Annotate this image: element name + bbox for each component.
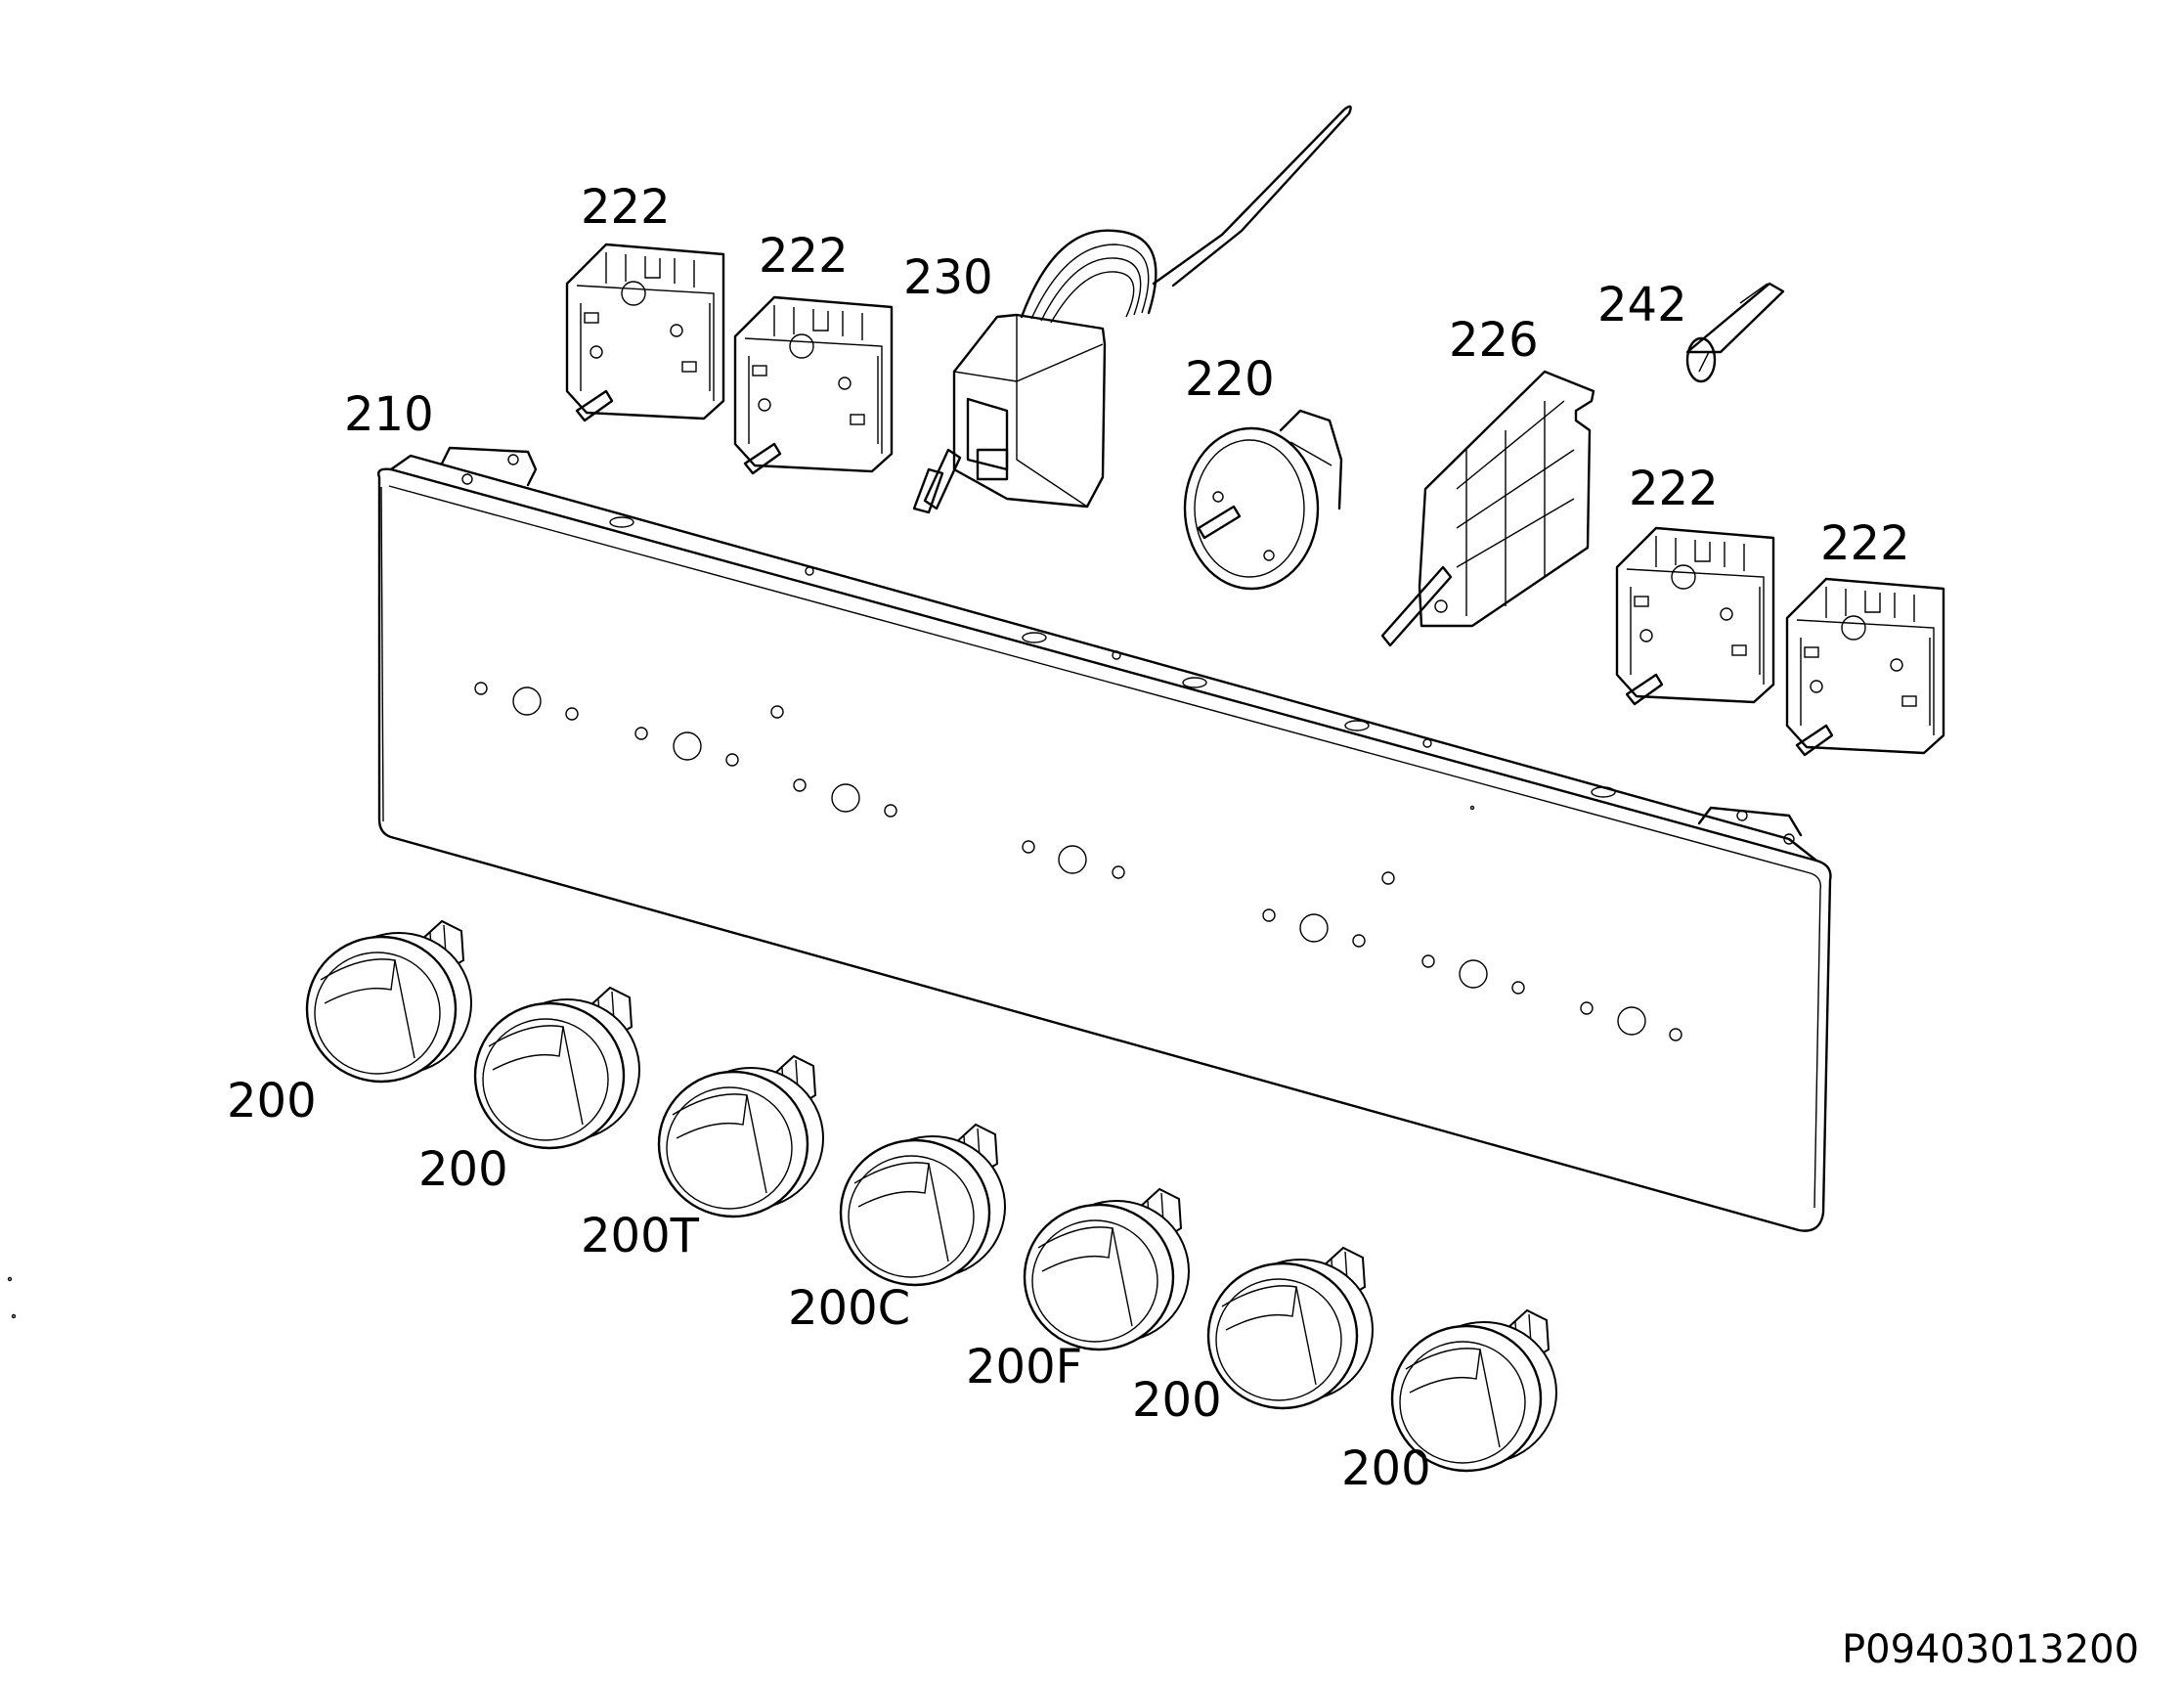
knob-3 [657, 1054, 824, 1218]
label-knob-5: 200F [966, 1340, 1082, 1394]
label-222-d: 222 [1820, 516, 1910, 571]
label-knob-7: 200 [1341, 1441, 1431, 1496]
label-knob-6: 200 [1132, 1373, 1222, 1428]
energy-regulator-switch-4 [1785, 577, 1945, 757]
label-220: 220 [1185, 352, 1275, 407]
diagram-id: P09403013200 [1842, 1627, 2139, 1672]
knob-5 [1023, 1187, 1190, 1351]
knob-7 [1390, 1308, 1557, 1473]
control-knobs [305, 919, 1557, 1473]
label-222-a: 222 [581, 180, 671, 235]
label-222-b: 222 [759, 229, 849, 284]
knob-4 [839, 1123, 1006, 1287]
label-knob-3: 200T [581, 1209, 700, 1263]
control-panel [7, 446, 1832, 1319]
label-222-c: 222 [1629, 462, 1719, 516]
energy-regulator-switch-3 [1615, 526, 1775, 706]
label-knob-4: 200C [788, 1281, 910, 1336]
selector-switch [1380, 370, 1595, 647]
knob-6 [1206, 1246, 1374, 1410]
label-knob-2: 200 [418, 1142, 508, 1197]
label-knob-1: 200 [227, 1074, 317, 1129]
indicator-lamp [1685, 282, 1785, 383]
label-226: 226 [1449, 313, 1539, 368]
thermostat [912, 105, 1352, 514]
label-230: 230 [903, 250, 993, 305]
energy-regulator-switch-2 [733, 295, 894, 475]
knob-2 [473, 986, 640, 1150]
label-242: 242 [1597, 278, 1687, 332]
energy-regulator-switch-1 [565, 243, 725, 422]
timer [1183, 409, 1343, 591]
label-210: 210 [344, 387, 434, 442]
knob-1 [305, 919, 472, 1084]
